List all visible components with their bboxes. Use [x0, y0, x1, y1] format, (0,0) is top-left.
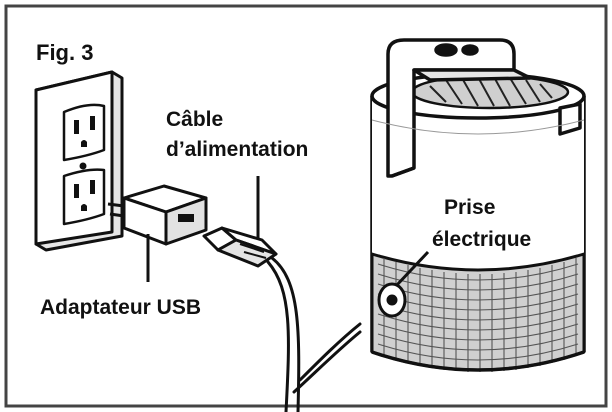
- socket-label-line1: Prise: [444, 196, 495, 219]
- cable-label-line2: d’alimentation: [166, 138, 308, 161]
- cable-label-line1: Câble: [166, 108, 223, 131]
- outlet-screw: [79, 162, 87, 170]
- usb-adapter: [107, 184, 208, 246]
- wall-outlet: [34, 70, 124, 252]
- power-cord: [266, 256, 362, 412]
- outlet-lower-receptacle: [62, 168, 106, 226]
- callout-leaders: [146, 176, 430, 288]
- usb-port: [178, 214, 194, 222]
- socket-label-line2: électrique: [432, 228, 531, 251]
- air-purifier: [370, 38, 586, 372]
- outlet-upper-receptacle: [62, 103, 106, 162]
- figure-number: Fig. 3: [36, 40, 93, 65]
- socket-leader: [394, 250, 430, 288]
- usb-plug: [202, 226, 278, 268]
- device-power-socket: [377, 282, 407, 318]
- device-fan: [410, 74, 570, 110]
- adapter-label: Adaptateur USB: [40, 296, 201, 319]
- device-handle: [386, 38, 582, 178]
- device-grille: [370, 252, 586, 372]
